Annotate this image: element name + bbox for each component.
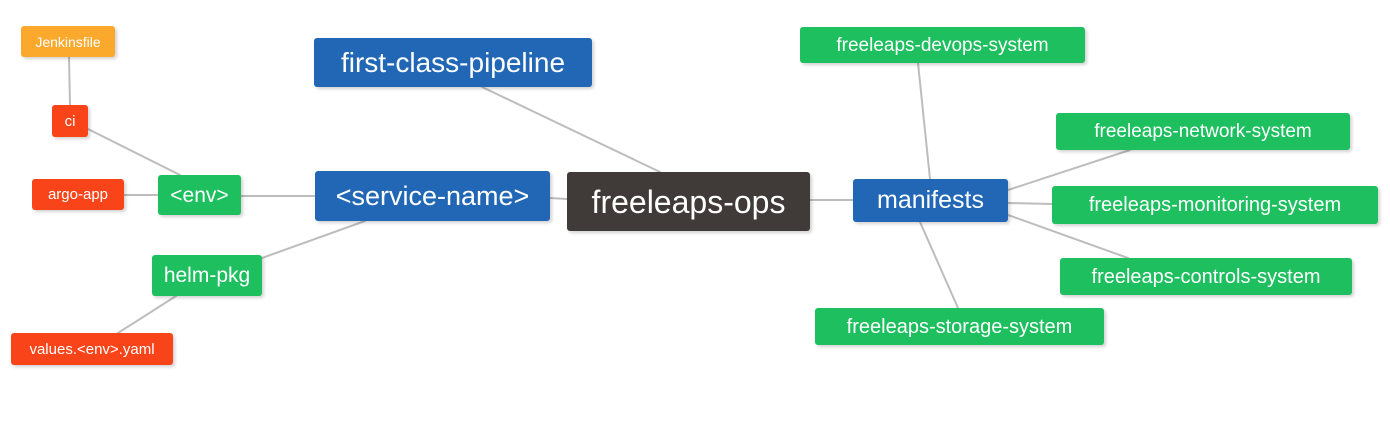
mindmap-node-service-name[interactable]: <service-name> <box>315 171 550 221</box>
node-label-first-class-pipeline: first-class-pipeline <box>340 46 566 78</box>
mindmap-node-jenkinsfile[interactable]: Jenkinsfile <box>21 26 115 57</box>
mindmap-node-manifests[interactable]: manifests <box>853 179 1008 222</box>
node-label-storage-system: freeleaps-storage-system <box>846 315 1073 338</box>
node-label-values-yaml: values.<env>.yaml <box>29 340 155 358</box>
edge-manifests-to-storage-system <box>919 221 959 309</box>
node-label-argo-app: argo-app <box>47 186 109 203</box>
mindmap-node-freeleaps-ops[interactable]: freeleaps-ops <box>567 172 810 231</box>
node-label-monitoring-system: freeleaps-monitoring-system <box>1088 194 1342 216</box>
mindmap-node-env[interactable]: <env> <box>158 175 241 215</box>
node-label-env: <env> <box>170 183 229 207</box>
node-label-ci: ci <box>64 112 76 130</box>
mindmap-node-monitoring-system[interactable]: freeleaps-monitoring-system <box>1052 186 1378 224</box>
edge-env-to-ci <box>87 128 181 176</box>
node-label-network-system: freeleaps-network-system <box>1094 121 1312 142</box>
node-label-freeleaps-ops: freeleaps-ops <box>591 183 786 220</box>
node-label-devops-system: freeleaps-devops-system <box>836 34 1049 56</box>
mindmap-node-network-system[interactable]: freeleaps-network-system <box>1056 113 1350 150</box>
mindmap-node-ci[interactable]: ci <box>52 105 88 137</box>
edge-service-name-to-helm-pkg <box>261 220 366 259</box>
edge-manifests-to-network-system <box>1007 149 1131 191</box>
node-label-manifests: manifests <box>877 186 984 214</box>
edge-freeleaps-ops-to-first-class-pipeline <box>481 86 661 173</box>
node-label-helm-pkg: helm-pkg <box>163 264 251 287</box>
edge-manifests-to-devops-system <box>917 62 931 180</box>
edge-ci-to-jenkinsfile <box>68 56 71 106</box>
node-label-jenkinsfile: Jenkinsfile <box>35 33 101 50</box>
edge-manifests-to-controls-system <box>1007 214 1129 259</box>
mindmap-node-values-yaml[interactable]: values.<env>.yaml <box>11 333 173 365</box>
edge-helm-pkg-to-values-yaml <box>117 295 177 334</box>
mindmap-node-controls-system[interactable]: freeleaps-controls-system <box>1060 258 1352 295</box>
edge-manifests-to-monitoring-system <box>1007 202 1053 205</box>
mindmap-node-devops-system[interactable]: freeleaps-devops-system <box>800 27 1085 63</box>
mindmap-node-first-class-pipeline[interactable]: first-class-pipeline <box>314 38 592 87</box>
edge-freeleaps-ops-to-service-name <box>549 197 568 200</box>
node-label-service-name: <service-name> <box>335 180 530 211</box>
mindmap-node-argo-app[interactable]: argo-app <box>32 179 124 210</box>
mindmap-node-storage-system[interactable]: freeleaps-storage-system <box>815 308 1104 345</box>
node-label-controls-system: freeleaps-controls-system <box>1091 265 1321 288</box>
mindmap-node-helm-pkg[interactable]: helm-pkg <box>152 255 262 296</box>
